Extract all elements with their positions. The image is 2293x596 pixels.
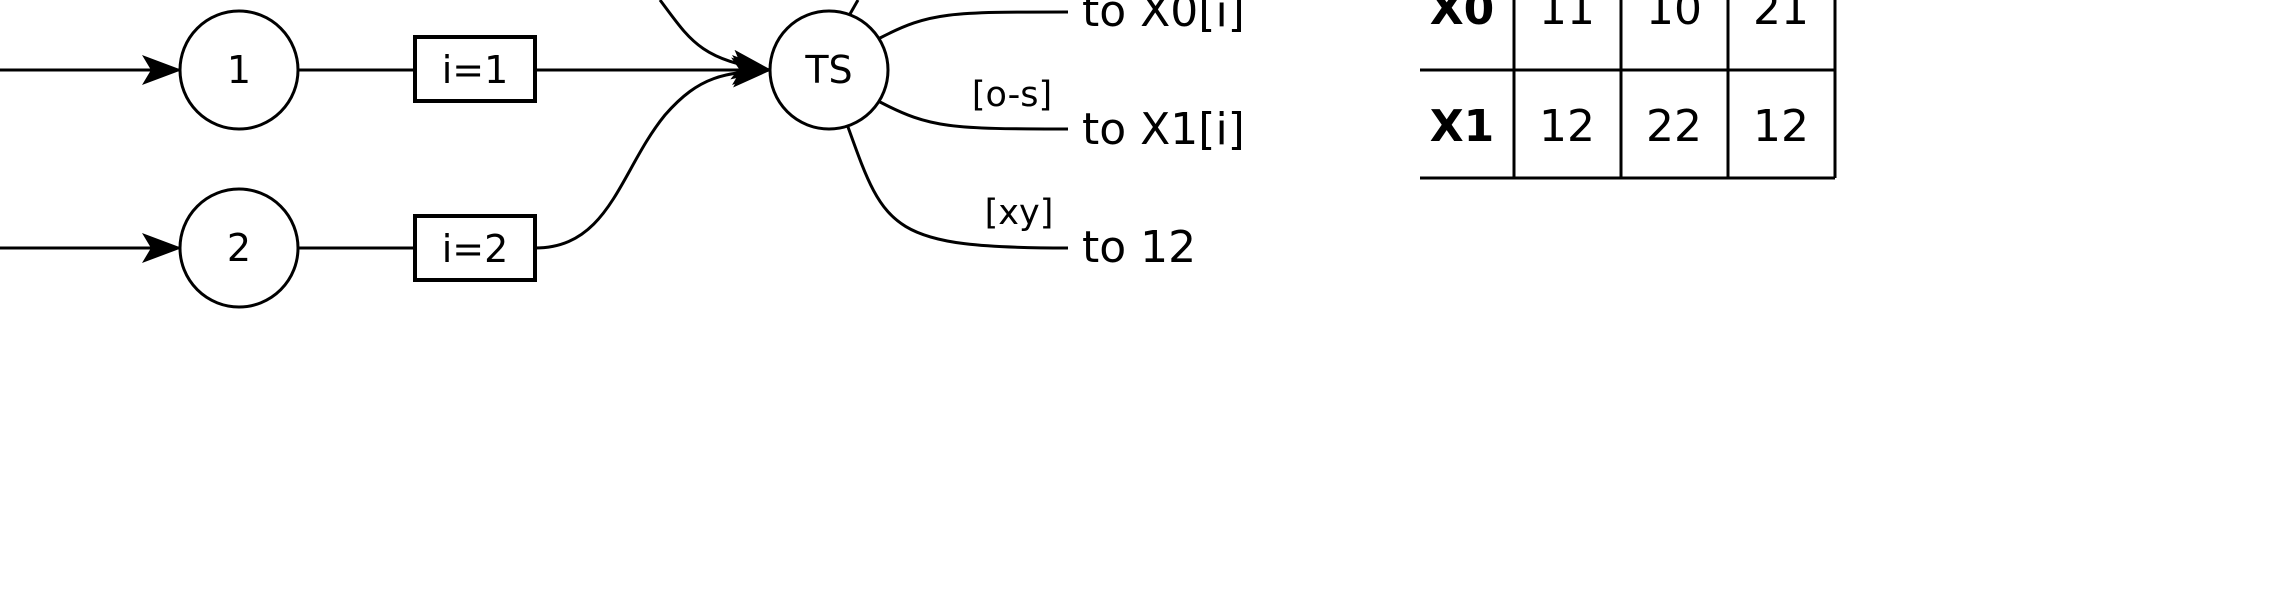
state-node-1 <box>178 9 300 131</box>
target-12-label: to 12 <box>1082 222 1196 273</box>
edge-ts-12 <box>846 126 1069 250</box>
table-cell: 22 <box>1646 101 1702 152</box>
guard-i1-label: i=1 <box>442 48 509 92</box>
edge-label-xy: [xy] <box>985 193 1054 233</box>
node-1-label: 1 <box>227 48 251 92</box>
edge-ts-x0 <box>879 10 1069 40</box>
edge-guard2-ts <box>534 57 772 250</box>
table-cell: 10 <box>1646 0 1702 35</box>
edge-ts-x1 <box>879 100 1069 131</box>
table-cell: 21 <box>1753 0 1809 35</box>
target-x1-label: to X1[i] <box>1082 104 1245 155</box>
node-ts-label: TS <box>804 48 852 92</box>
table-row-header-x1: X1 <box>1430 101 1495 152</box>
guard-i2-label: i=2 <box>442 227 509 271</box>
table-cell: 12 <box>1539 101 1595 152</box>
table-row-header-x0: X0 <box>1430 0 1495 35</box>
edge-label-os: [o-s] <box>972 75 1052 115</box>
table-cell: 12 <box>1753 101 1809 152</box>
transition-table: X0 11 10 21 X1 12 22 12 <box>1420 0 1837 180</box>
state-node-ts <box>768 9 890 131</box>
target-x0-label: to X0[i] <box>1082 0 1245 37</box>
edge-ts-top <box>848 0 860 15</box>
state-node-2 <box>178 187 300 309</box>
table-cell: 11 <box>1539 0 1595 35</box>
node-2-label: 2 <box>227 226 251 270</box>
guard-box-i2 <box>413 214 537 282</box>
guard-box-i1 <box>413 35 537 103</box>
edge-top-ts <box>658 0 772 80</box>
